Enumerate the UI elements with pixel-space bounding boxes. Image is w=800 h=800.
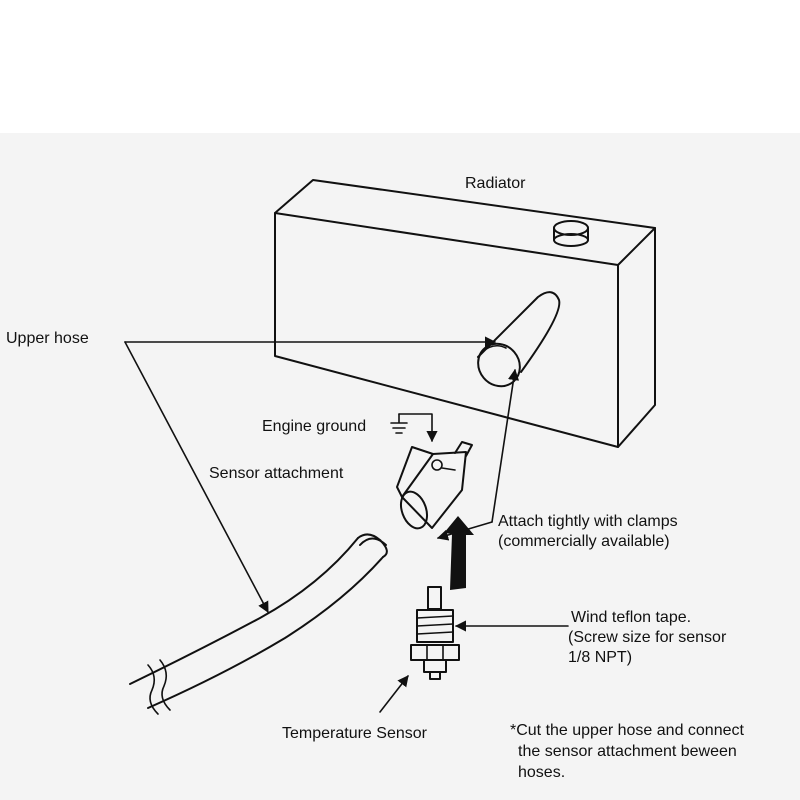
engine-ground-label: Engine ground <box>262 418 366 435</box>
temperature-sensor-leader <box>379 675 409 713</box>
radiator-outlet-pipe <box>477 291 561 388</box>
insertion-arrow <box>444 516 474 590</box>
teflon-label-line3: 1/8 NPT) <box>568 649 632 666</box>
clamps-label-line2: (commercially available) <box>498 533 670 550</box>
clamps-leader-upper <box>491 368 520 523</box>
note-line3: hoses. <box>518 764 565 781</box>
clamps-label-line1: Attach tightly with clamps <box>498 513 678 530</box>
upper-hose-leader-lower <box>124 341 269 613</box>
radiator-cap <box>553 220 589 247</box>
temperature-sensor-drawing <box>410 586 460 680</box>
clamps-leader-lower <box>436 521 493 541</box>
radiator-drawing <box>274 179 656 448</box>
note-line1: *Cut the upper hose and connect <box>510 722 745 739</box>
upper-hose-label: Upper hose <box>6 330 89 347</box>
upper-hose-drawing <box>129 533 388 715</box>
teflon-label-line2: (Screw size for sensor <box>568 629 727 646</box>
temperature-sensor-label: Temperature Sensor <box>282 725 428 742</box>
note-line2: the sensor attachment beween <box>518 743 737 760</box>
sensor-attachment-drawing <box>396 441 473 530</box>
paper-sheet <box>0 133 800 800</box>
sensor-attachment-label: Sensor attachment <box>209 465 344 482</box>
radiator-label: Radiator <box>465 175 526 192</box>
ground-symbol-icon <box>390 413 438 443</box>
teflon-label-line1: Wind teflon tape. <box>571 609 691 626</box>
